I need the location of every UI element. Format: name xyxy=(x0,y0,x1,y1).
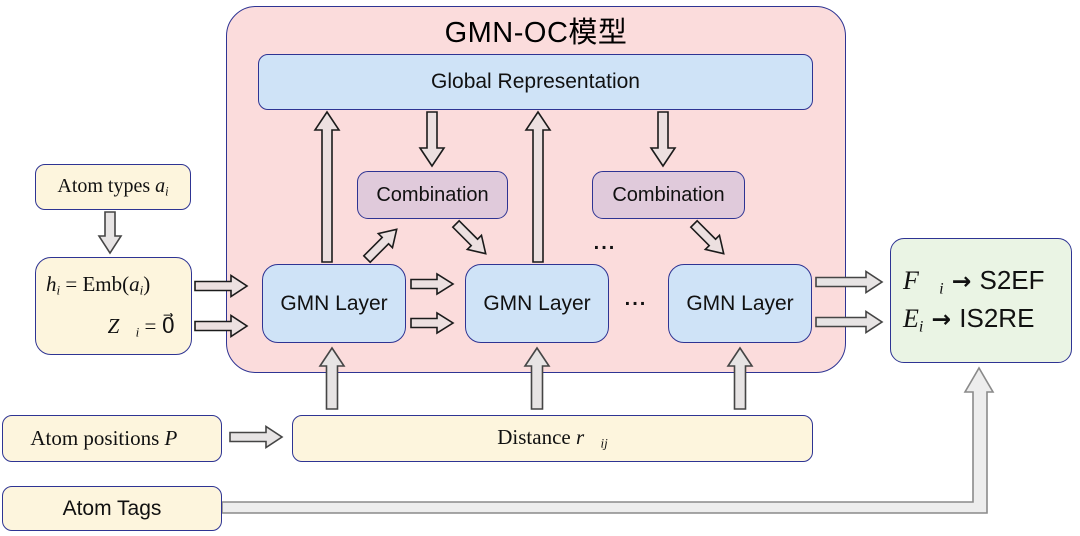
arrow-gmn-layer2-to-global xyxy=(525,111,551,263)
ellipsis-layers: ... xyxy=(624,288,648,310)
gmn-layer3-label: GMN Layer xyxy=(686,291,794,315)
arrow-combination1-to-gmn-layer2 xyxy=(448,216,494,262)
combination2-label: Combination xyxy=(612,183,725,206)
distance-label: Distance r⃗ij xyxy=(497,425,608,451)
atom-positions-box: Atom positions P⃗ xyxy=(2,415,222,462)
output-force-line: F⃗i → S2EF xyxy=(903,265,1045,298)
combination2-box: Combination xyxy=(592,171,745,219)
arrow-gmn-layer1-to-combination1 xyxy=(359,221,405,267)
distance-box: Distance r⃗ij xyxy=(292,415,813,462)
arrow-atom-types-to-embedding xyxy=(98,211,122,254)
arrow-global-to-combination2 xyxy=(650,111,676,167)
atom-types-box: Atom types ai xyxy=(35,164,191,210)
arrow-atom-positions-to-distance xyxy=(229,425,283,449)
gmn-layer2-label: GMN Layer xyxy=(483,291,591,315)
atom-types-label: Atom types ai xyxy=(57,174,169,199)
atom-positions-label: Atom positions P⃗ xyxy=(30,426,194,450)
combination1-box: Combination xyxy=(357,171,508,219)
global-representation-box: Global Representation xyxy=(258,54,813,110)
arrow-combination2-to-gmn-layer3 xyxy=(686,216,732,262)
ellipsis-combinations: ... xyxy=(593,232,617,254)
output-energy-line: Ei → IS2RE xyxy=(903,302,1035,336)
initial-vector-formula: Z⃗i = 0⃗ xyxy=(107,313,175,340)
model-title: GMN-OC模型 xyxy=(444,17,628,49)
embedding-formula: hi = Emb(ai) xyxy=(46,271,151,298)
embedding-box: hi = Emb(ai) Z⃗i = 0⃗ xyxy=(35,257,192,355)
atom-tags-box: Atom Tags xyxy=(2,486,222,531)
atom-tags-connector-arrow xyxy=(221,366,995,514)
arrow-distance-to-gmn-layer1 xyxy=(319,347,345,410)
global-representation-label: Global Representation xyxy=(431,70,640,93)
arrow-global-to-combination1 xyxy=(419,111,445,167)
arrow-distance-to-gmn-layer3 xyxy=(727,347,753,410)
arrow-distance-to-gmn-layer2 xyxy=(524,347,550,410)
gmn-layer3-box: GMN Layer xyxy=(668,264,812,343)
gmn-layer1-label: GMN Layer xyxy=(280,291,388,315)
arrow-gmn-layer3-to-output-bottom xyxy=(815,310,883,334)
arrow-gmn-layer1-to-gmn-layer2-bottom xyxy=(410,312,454,334)
arrow-embedding-to-gmn-layer1-bottom xyxy=(194,314,248,338)
arrow-gmn-layer1-to-gmn-layer2-top xyxy=(410,273,454,295)
output-box: F⃗i → S2EF Ei → IS2RE xyxy=(890,238,1072,363)
atom-tags-label: Atom Tags xyxy=(62,496,162,520)
gmn-layer2-box: GMN Layer xyxy=(465,264,609,343)
gmn-layer1-box: GMN Layer xyxy=(262,264,406,343)
arrow-gmn-layer3-to-output-top xyxy=(815,270,883,294)
combination1-label: Combination xyxy=(376,183,489,206)
arrow-embedding-to-gmn-layer1-top xyxy=(194,274,248,298)
arrow-gmn-layer1-to-global xyxy=(314,111,340,263)
